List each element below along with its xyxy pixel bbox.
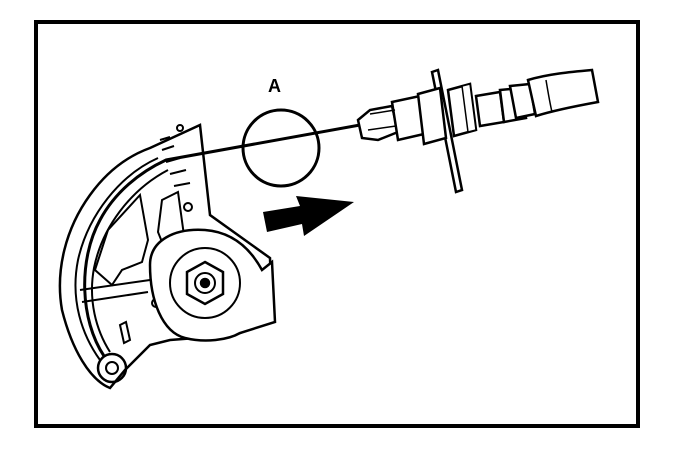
cable-wire	[83, 123, 361, 357]
cable-end-fitting	[356, 94, 426, 142]
callout-label: A	[268, 76, 281, 96]
diagram-border	[34, 20, 640, 428]
detail-circle	[241, 108, 321, 188]
cable-housing	[474, 68, 600, 128]
direction-arrow	[263, 196, 354, 236]
pivot-nut	[185, 260, 225, 306]
adjuster-nut	[416, 82, 478, 146]
